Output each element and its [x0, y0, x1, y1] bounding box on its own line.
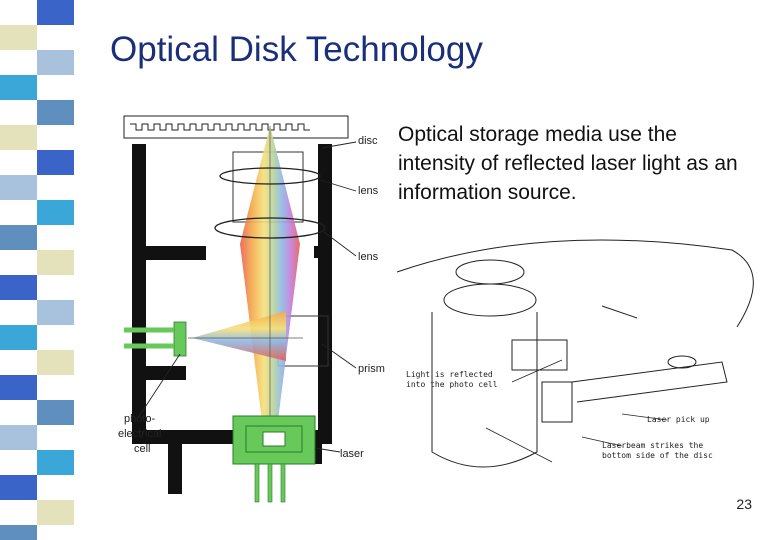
photoelectrical-cell: [124, 321, 187, 357]
laser-module: [541, 381, 573, 423]
rail-knob: [667, 355, 697, 369]
sidebar-square: [37, 300, 74, 325]
laser-label: laser: [340, 448, 364, 460]
sidebar-square: [37, 200, 74, 225]
photocell-label-line1: photo-: [124, 413, 156, 425]
reflected-label-line1: Light is reflected: [406, 370, 493, 379]
reflected-label-line2: into the photo cell: [406, 380, 498, 389]
sidebar-square: [0, 75, 37, 100]
sidebar-square: [37, 100, 74, 125]
sidebar-square: [0, 375, 37, 400]
photocell-label-line2: electrical: [118, 428, 161, 440]
sidebar-square: [0, 525, 37, 540]
sidebar-square: [0, 25, 37, 50]
lenses: [214, 167, 326, 239]
page-number: 23: [736, 496, 752, 512]
lens-top-label: lens: [358, 185, 379, 197]
pickup-label: Laser pick up: [647, 415, 710, 424]
sidebar-square: [37, 450, 74, 475]
sidebar-square: [0, 125, 37, 150]
decorative-sidebar: [0, 0, 74, 540]
sidebar-square: [37, 150, 74, 175]
slide-body-text: Optical storage media use the intensity …: [398, 123, 738, 204]
sidebar-square: [0, 275, 37, 300]
photocell-label-line3: cell: [134, 443, 151, 455]
sidebar-square: [37, 250, 74, 275]
strikes-label-line1: Laserbeam strikes the: [602, 441, 703, 450]
cd-drive-mechanism-diagram: Light is reflected into the photo cell L…: [392, 232, 764, 482]
rotation-arrow: [601, 305, 638, 319]
sidebar-square: [37, 0, 74, 25]
prism-label: prism: [358, 363, 385, 375]
strikes-label-line2: bottom side of the disc: [602, 451, 713, 460]
lens-mid-label: lens: [358, 251, 379, 263]
disc-track: [123, 115, 349, 139]
slide-title: Optical Disk Technology: [110, 30, 483, 69]
sidebar-square: [37, 400, 74, 425]
optical-pickup-cross-section-diagram: disc lens lens prism laser photo- electr…: [108, 96, 398, 518]
sidebar-square: [0, 325, 37, 350]
laser-beam: [188, 126, 303, 421]
sidebar-square: [37, 350, 74, 375]
disc-outline: [396, 239, 754, 328]
sidebar-square: [0, 425, 37, 450]
motor-housing: [431, 312, 538, 468]
laser-diode: [232, 415, 316, 503]
sidebar-square: [37, 500, 74, 525]
sidebar-square: [0, 225, 37, 250]
disc-label: disc: [358, 135, 378, 147]
pickup-rail: [571, 361, 728, 403]
spindle-base: [443, 283, 537, 317]
sidebar-square: [0, 175, 37, 200]
callout-lines: [137, 141, 357, 453]
sidebar-square: [0, 475, 37, 500]
sidebar-square: [37, 50, 74, 75]
